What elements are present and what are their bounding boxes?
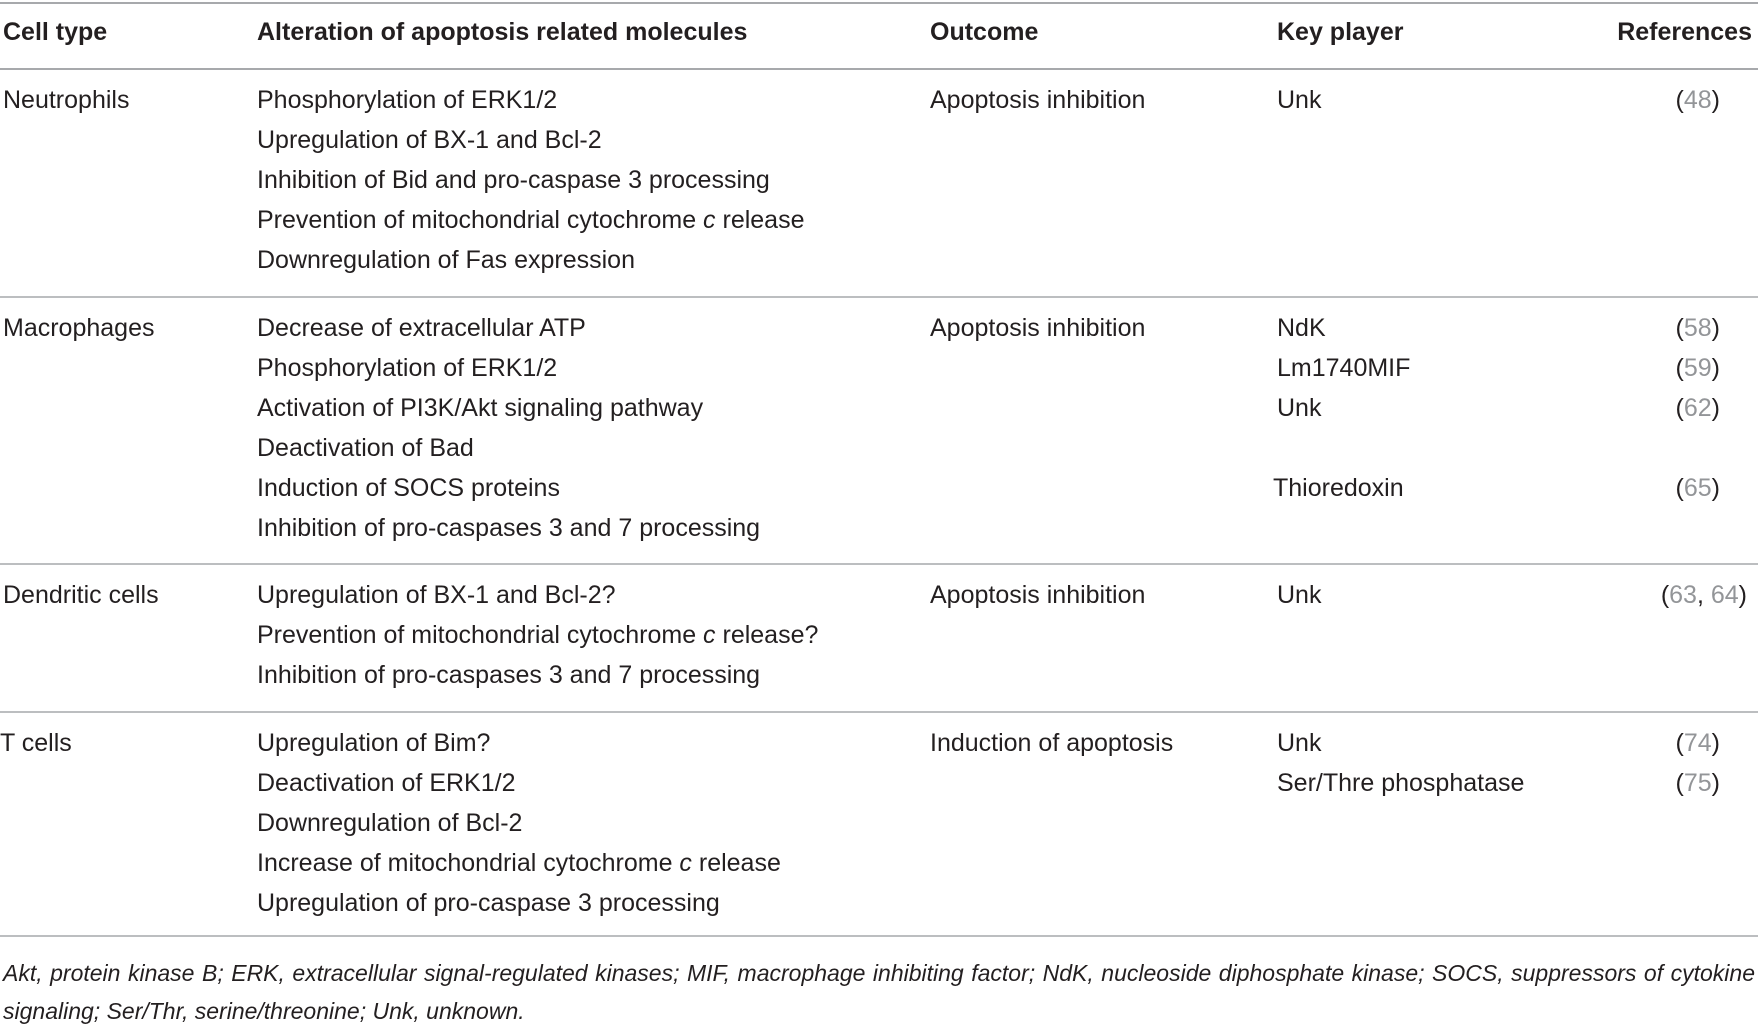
reference-number[interactable]: 58 [1683,314,1712,342]
cell-type-label: Macrophages [3,314,155,342]
reference-item[interactable] [1676,428,1720,468]
reference-number[interactable]: 74 [1683,729,1712,757]
row-divider [0,296,1758,298]
alteration-item: Inhibition of pro-caspases 3 and 7 proce… [257,661,761,689]
key-player-item: Unk [1277,86,1322,114]
header-outcome: Outcome [930,18,1039,46]
alteration-item: Increase of mitochondrial cytochrome c r… [257,849,781,877]
outcome-label: Induction of apoptosis [930,729,1174,757]
alteration-item: Downregulation of Bcl-2 [257,809,523,837]
reference-item[interactable] [1676,508,1720,548]
reference-list: (74) (75) [1676,723,1720,803]
alteration-item: Deactivation of ERK1/2 [257,769,516,797]
table-top-rule [0,2,1758,4]
table-header-rule [0,68,1758,70]
alteration-item: Activation of PI3K/Akt signaling pathway [257,394,704,422]
italic-variable: c [703,621,716,649]
reference-list: (58) (59) (62) (65) [1676,308,1720,548]
reference-item[interactable]: (65) [1675,474,1720,502]
key-player-item: NdK [1277,314,1326,342]
cell-type-label: Dendritic cells [3,581,159,609]
alteration-item: Upregulation of Bim? [257,729,491,757]
alteration-item: Decrease of extracellular ATP [257,314,586,342]
italic-variable: c [703,206,716,234]
alteration-item: Upregulation of BX-1 and Bcl-2 [257,126,602,154]
header-key-player: Key player [1277,18,1404,46]
outcome-label: Apoptosis inhibition [930,314,1146,342]
reference-item[interactable]: (59) [1675,354,1720,382]
key-player-item [1277,428,1410,468]
reference-list: (48) [1676,80,1720,120]
reference-list: (63, 64) [1661,575,1747,615]
key-player-item: Unk [1277,394,1322,422]
key-player-item: Ser/Thre phosphatase [1277,769,1525,797]
table-footnote: Akt, protein kinase B; ERK, extracellula… [3,960,1755,1024]
cell-type-label: Neutrophils [3,86,130,114]
alteration-item: Phosphorylation of ERK1/2 [257,86,558,114]
alteration-item: Downregulation of Fas expression [257,246,635,274]
alteration-item: Inhibition of pro-caspases 3 and 7 proce… [257,514,761,542]
key-player-list: Unk Ser/Thre phosphatase [1277,723,1524,803]
reference-item[interactable]: (58) [1675,314,1720,342]
alteration-item: Phosphorylation of ERK1/2 [257,354,558,382]
alteration-item: Upregulation of BX-1 and Bcl-2? [257,581,616,609]
alteration-item: Prevention of mitochondrial cytochrome c… [257,621,819,649]
table-header-row: Cell type Alteration of apoptosis relate… [0,14,1758,54]
key-player-item: Thioredoxin [1273,474,1404,502]
reference-item[interactable]: (75) [1675,769,1720,797]
cell-type-label: T cells [0,729,72,757]
reference-item[interactable]: (62) [1675,394,1720,422]
header-references: References [1617,18,1752,46]
reference-number[interactable]: 63 [1669,581,1697,609]
italic-variable: c [679,849,692,877]
key-player-item [1277,508,1410,548]
alteration-item: Inhibition of Bid and pro-caspase 3 proc… [257,166,770,194]
alteration-item: Prevention of mitochondrial cytochrome c… [257,206,805,234]
reference-number[interactable]: 64 [1710,581,1739,609]
outcome-label: Apoptosis inhibition [930,581,1146,609]
header-cell-type: Cell type [3,18,108,46]
key-player-list: Unk [1277,80,1321,120]
reference-item[interactable]: (48) [1675,86,1720,114]
alteration-item: Induction of SOCS proteins [257,474,560,502]
alteration-list: Decrease of extracellular ATP Phosphoryl… [257,308,760,548]
alteration-item: Upregulation of pro-caspase 3 processing [257,889,720,917]
row-divider [0,711,1758,713]
alteration-list: Upregulation of Bim? Deactivation of ERK… [257,723,781,923]
table-bottom-rule [0,935,1758,937]
reference-item[interactable]: (63, 64) [1660,581,1747,609]
key-player-item: Lm1740MIF [1277,354,1411,382]
key-player-item: Unk [1277,581,1322,609]
alteration-list: Phosphorylation of ERK1/2 Upregulation o… [257,80,805,280]
reference-number[interactable]: 62 [1683,394,1712,422]
outcome-label: Apoptosis inhibition [930,86,1146,114]
reference-number[interactable]: 65 [1683,474,1712,502]
reference-item[interactable]: (74) [1675,729,1720,757]
key-player-item: Unk [1277,729,1322,757]
alteration-list: Upregulation of BX-1 and Bcl-2? Preventi… [257,575,818,695]
reference-number[interactable]: 75 [1683,769,1712,797]
header-alteration: Alteration of apoptosis related molecule… [257,18,748,46]
row-divider [0,563,1758,565]
alteration-item: Deactivation of Bad [257,434,474,462]
reference-number[interactable]: 59 [1683,354,1712,382]
key-player-list: Unk [1277,575,1321,615]
key-player-list: NdK Lm1740MIF Unk Thioredoxin [1273,308,1411,548]
reference-number[interactable]: 48 [1683,86,1712,114]
